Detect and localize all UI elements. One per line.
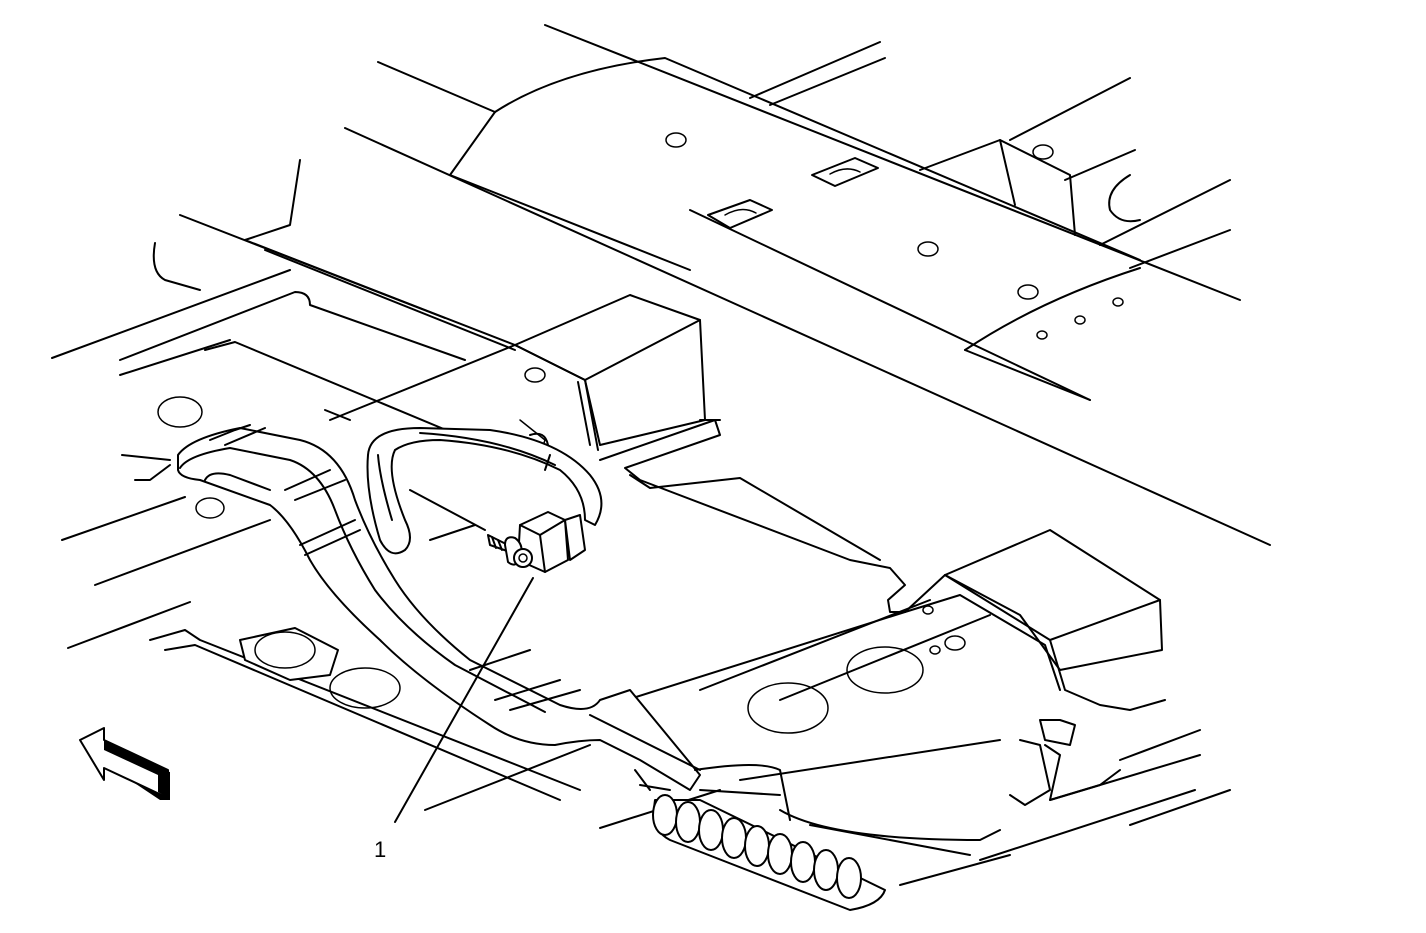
- upper-crossmember: [344, 24, 1271, 546]
- center-block: [329, 294, 906, 613]
- flex-pipe: [652, 794, 886, 911]
- lower-left-floor: [149, 627, 1011, 886]
- sensor-assembly: [487, 511, 586, 573]
- callout-label: 1: [374, 837, 386, 862]
- lower-right-crossmember: [594, 529, 1231, 861]
- front-direction-arrow-icon: [79, 727, 170, 800]
- frame-rail: [177, 424, 791, 821]
- floor-pan: [51, 159, 516, 649]
- callout-1: 1: [374, 577, 534, 862]
- callout-leader-line: [394, 577, 534, 823]
- sensor-harness: [366, 427, 603, 555]
